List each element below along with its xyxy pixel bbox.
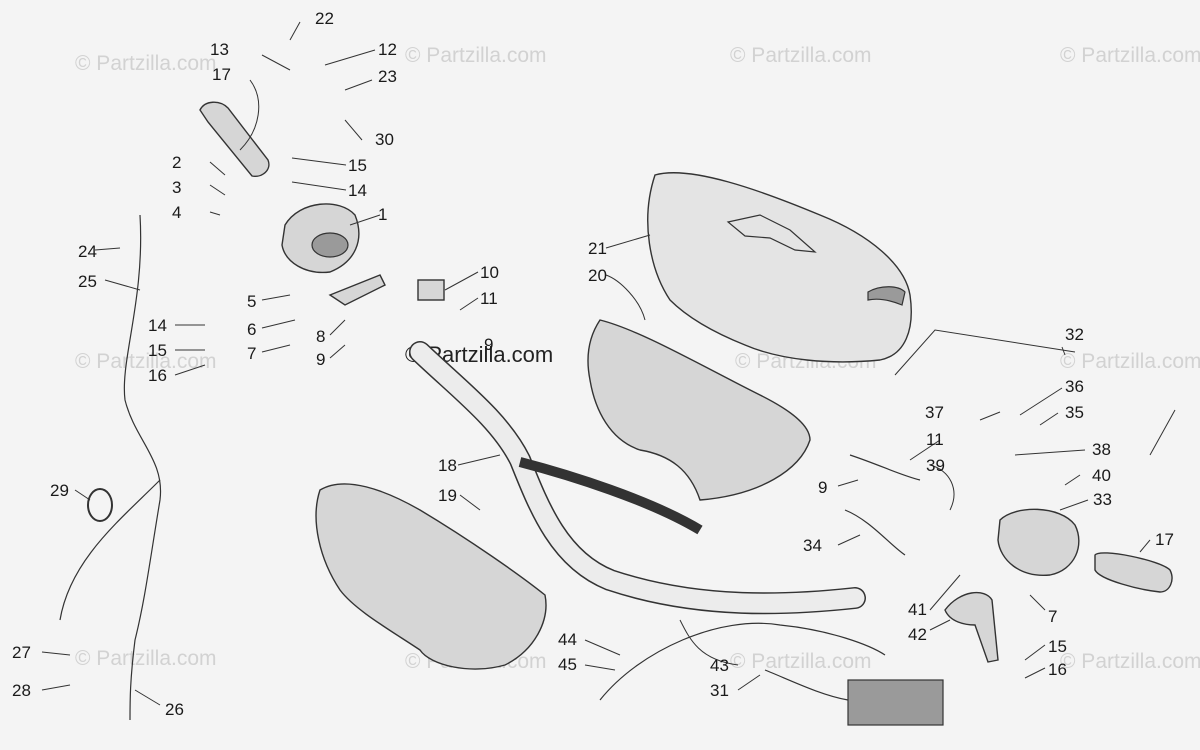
part-label: 18 [438, 456, 457, 475]
part-label: 39 [926, 456, 945, 475]
part-label: 34 [803, 536, 822, 555]
part-label: 25 [78, 272, 97, 291]
part-label: 38 [1092, 440, 1111, 459]
part-label: 10 [480, 263, 499, 282]
leader-lines [41, 21, 1151, 706]
part-label: 29 [50, 481, 69, 500]
part-label: 15 [348, 156, 367, 175]
part-label: 26 [165, 700, 184, 719]
watermark: © Partzilla.com [75, 52, 217, 75]
part-label: 30 [375, 130, 394, 149]
pad-cover [587, 319, 811, 501]
switch [417, 279, 445, 301]
watermark: © Partzilla.com [1060, 350, 1200, 373]
part-label: 42 [908, 625, 927, 644]
part-label: 23 [378, 67, 397, 86]
part-label: 20 [588, 266, 607, 285]
part-label: 9 [316, 350, 325, 369]
watermark: © Partzilla.com [405, 44, 547, 67]
part-label: 17 [212, 65, 231, 84]
pad-opening [867, 286, 906, 306]
part-label: 6 [247, 320, 256, 339]
part-label: 14 [148, 316, 167, 335]
heater-wire [764, 669, 849, 701]
handlebar-crossbar [518, 457, 703, 535]
handlebar-pad [647, 172, 912, 363]
part-label: 22 [315, 9, 334, 28]
part-label: 11 [926, 430, 944, 449]
part-label: 4 [172, 203, 181, 222]
watermark: © Partzilla.com [75, 350, 217, 373]
watermark: © Partzilla.com [1060, 44, 1200, 67]
band-clamp [87, 488, 113, 522]
part-label: 24 [78, 242, 97, 261]
part-label: 40 [1092, 466, 1111, 485]
part-label: 12 [378, 40, 397, 59]
part-labels: 1 2 3 4 5 6 7 7 8 9 9 9 10 11 11 12 13 1… [12, 9, 1174, 719]
throttle-cable [59, 479, 161, 621]
part-label: 13 [210, 40, 229, 59]
watermark: © Partzilla.com [730, 44, 872, 67]
brake-cable [599, 622, 886, 701]
part-label: 28 [12, 681, 31, 700]
housing-bore [311, 232, 349, 258]
part-label: 35 [1065, 403, 1084, 422]
left-grip [199, 101, 270, 177]
right-grip [1094, 552, 1173, 593]
part-label: 44 [558, 630, 577, 649]
part-label: 45 [558, 655, 577, 674]
part-label: 16 [1048, 660, 1067, 679]
part-label: 14 [348, 181, 367, 200]
right-control-housing [997, 508, 1080, 576]
part-label: 21 [588, 239, 607, 258]
part-label: 43 [710, 656, 729, 675]
heater-element [847, 679, 944, 726]
handlebar-fill [410, 342, 865, 613]
part-label: 33 [1093, 490, 1112, 509]
left-harness [123, 214, 162, 721]
watermark: © Partzilla.com [1060, 650, 1200, 673]
brake-lever [944, 591, 999, 663]
part-label: 2 [172, 153, 181, 172]
part-label: 9 [484, 335, 493, 354]
pad-logo [726, 214, 817, 253]
part-label: 11 [480, 289, 498, 308]
part-label: 3 [172, 178, 181, 197]
watermark: © Partzilla.com [730, 650, 872, 673]
part-label: 19 [438, 486, 457, 505]
part-label: 7 [1048, 607, 1057, 626]
part-label: 9 [818, 478, 827, 497]
lower-cover [315, 483, 547, 670]
part-label: 15 [148, 341, 167, 360]
part-label: 7 [247, 344, 256, 363]
right-harness [844, 454, 921, 556]
part-label: 17 [1155, 530, 1174, 549]
part-label: 32 [1065, 325, 1084, 344]
part-label: 36 [1065, 377, 1084, 396]
part-label: 27 [12, 643, 31, 662]
part-label: 41 [908, 600, 927, 619]
part-label: 31 [710, 681, 729, 700]
watermark: © Partzilla.com [75, 647, 217, 670]
part-label: 1 [378, 205, 387, 224]
part-label: 37 [925, 403, 944, 422]
throttle-lever [328, 274, 386, 306]
part-label: 15 [1048, 637, 1067, 656]
group-outline [894, 329, 1176, 456]
part-label: 5 [247, 292, 256, 311]
part-label: 8 [316, 327, 325, 346]
part-label: 16 [148, 366, 167, 385]
